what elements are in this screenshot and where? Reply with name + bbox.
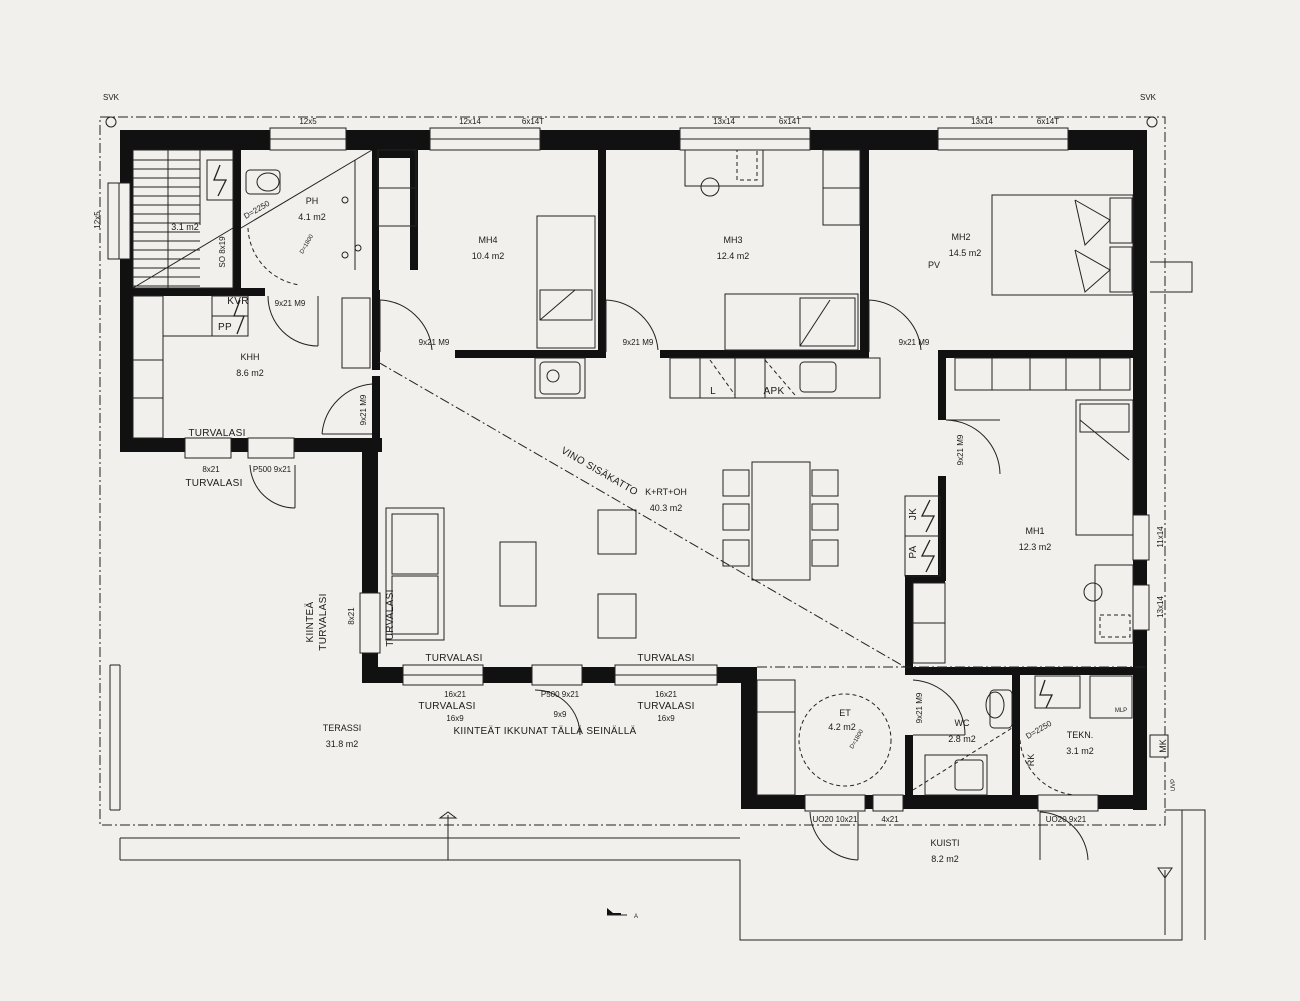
dim-window-14: 16x21 bbox=[655, 690, 677, 699]
dim-door-8: P500 9x21 bbox=[253, 465, 292, 474]
turvalasi-fixed: TURVALASI bbox=[318, 593, 329, 650]
mk-label: MK bbox=[1158, 739, 1168, 753]
dim-window-9: 8x21 bbox=[202, 465, 220, 474]
dimensions: 12x5 12x14 6x14T 13x14 6x14T 13x14 6x14T… bbox=[93, 117, 1165, 824]
mh2-area: 14.5 m2 bbox=[949, 248, 982, 258]
living-area: 40.3 m2 bbox=[650, 503, 683, 513]
dim-window-11: 16x21 bbox=[444, 690, 466, 699]
dim-window-4: 13x14 bbox=[713, 117, 735, 126]
pv-label: PV bbox=[928, 260, 940, 270]
mh1-name: MH1 bbox=[1025, 526, 1044, 536]
tekn-door-d-label: D=2250 bbox=[1024, 719, 1053, 741]
dim-door-4: 9x21 M9 bbox=[899, 338, 930, 347]
dim-window-2: 12x14 bbox=[459, 117, 481, 126]
dim-door-7: 9x21 M9 bbox=[915, 692, 924, 723]
mh3-name: MH3 bbox=[723, 235, 742, 245]
pp-label: PP bbox=[218, 322, 232, 333]
dim-window-7: 6x14T bbox=[1037, 117, 1059, 126]
doors bbox=[247, 227, 1089, 861]
turvalasi-terrace: TURVALASI bbox=[185, 478, 242, 489]
wc-name: WC bbox=[955, 718, 970, 728]
rk-label: RK bbox=[1026, 754, 1036, 767]
dim-door-5: 9x21 M9 bbox=[359, 394, 368, 425]
sauna-area: 3.1 m2 bbox=[171, 222, 199, 232]
living-name: K+RT+OH bbox=[645, 487, 687, 497]
ph-area: 4.1 m2 bbox=[298, 212, 326, 222]
section-a-label: A bbox=[634, 914, 638, 920]
mlp-label: MLP bbox=[1115, 708, 1127, 714]
terrace-name: TERASSI bbox=[323, 723, 362, 733]
mh1-area: 12.3 m2 bbox=[1019, 542, 1052, 552]
dim-window-3: 6x14T bbox=[522, 117, 544, 126]
turvalasi-window-a: TURVALASI bbox=[418, 701, 475, 712]
tekn-area: 3.1 m2 bbox=[1066, 746, 1094, 756]
section-marker bbox=[607, 908, 627, 916]
turvalasi-vertical: TURVALASI bbox=[385, 589, 396, 646]
building-outline bbox=[99, 116, 1206, 941]
khh-area: 8.6 m2 bbox=[236, 368, 264, 378]
dim-door-9: P500 9x21 bbox=[541, 690, 580, 699]
dim-door-11: UO20 9x21 bbox=[1046, 815, 1087, 824]
porch-name: KUISTI bbox=[930, 838, 959, 848]
tekn-name: TEKN. bbox=[1067, 730, 1094, 740]
dim-window-10: 8x21 bbox=[347, 607, 356, 625]
dim-door-6: 9x21 M9 bbox=[956, 434, 965, 465]
dim-window-12: 16x9 bbox=[446, 714, 464, 723]
utility-fixtures bbox=[132, 295, 371, 439]
windows bbox=[107, 127, 1169, 812]
ph-door-d-label: D=2250 bbox=[242, 199, 271, 221]
dim-door-10: UO20 10x21 bbox=[813, 815, 858, 824]
sauna-benches bbox=[132, 149, 234, 289]
terrace-area: 31.8 m2 bbox=[326, 739, 359, 749]
mh3-area: 12.4 m2 bbox=[717, 251, 750, 261]
dim-door-2: 9x21 M9 bbox=[419, 338, 450, 347]
et-name: ET bbox=[839, 708, 851, 718]
turvalasi-window-b: TURVALASI bbox=[637, 701, 694, 712]
dim-window-13: 9x9 bbox=[554, 710, 567, 719]
porch-area: 8.2 m2 bbox=[931, 854, 959, 864]
svk-right-label: SVK bbox=[1140, 93, 1157, 102]
dim-window-15: 16x9 bbox=[657, 714, 675, 723]
dim-door-1: 9x21 M9 bbox=[275, 299, 306, 308]
et-area: 4.2 m2 bbox=[828, 722, 856, 732]
ceiling-lines bbox=[377, 361, 1147, 668]
dim-window-8: 12x5 bbox=[93, 211, 102, 229]
turvalasi-living-a: TURVALASI bbox=[425, 653, 482, 664]
mh2-name: MH2 bbox=[951, 232, 970, 242]
dim-window-5: 6x14T bbox=[779, 117, 801, 126]
dim-window-17: 13x14 bbox=[1156, 596, 1165, 618]
khh-name: KHH bbox=[240, 352, 259, 362]
furniture bbox=[385, 149, 1134, 796]
bathroom-fixtures bbox=[240, 149, 417, 270]
l-label: L bbox=[710, 386, 716, 397]
mh4-area: 10.4 m2 bbox=[472, 251, 505, 261]
uvp-label: UVP bbox=[1171, 779, 1177, 791]
mh4-name: MH4 bbox=[478, 235, 497, 245]
dim-window-6: 13x14 bbox=[971, 117, 993, 126]
dim-window-1: 12x5 bbox=[299, 117, 317, 126]
dim-window-16: 11x14 bbox=[1156, 526, 1165, 548]
kvr-label: KVR bbox=[227, 296, 248, 307]
dim-window-18: 4x21 bbox=[881, 815, 899, 824]
ph-name: PH bbox=[306, 196, 319, 206]
fixed-windows-note: KIINTEÄT IKKUNAT TÄLLÄ SEINÄLLÄ bbox=[453, 725, 636, 737]
fixed-label: KIINTEÄ bbox=[304, 601, 316, 642]
ph-d1800-label: D=1800 bbox=[299, 233, 315, 255]
so-label: SO 8x19 bbox=[218, 236, 227, 268]
turvalasi-living-b: TURVALASI bbox=[637, 653, 694, 664]
apk-label: APK bbox=[764, 386, 785, 397]
pa-label: PA bbox=[908, 545, 919, 558]
svk-left-label: SVK bbox=[103, 93, 120, 102]
dim-door-3: 9x21 M9 bbox=[623, 338, 654, 347]
jk-label: JK bbox=[908, 508, 919, 520]
turvalasi-khh: TURVALASI bbox=[188, 428, 245, 439]
wc-area: 2.8 m2 bbox=[948, 734, 976, 744]
